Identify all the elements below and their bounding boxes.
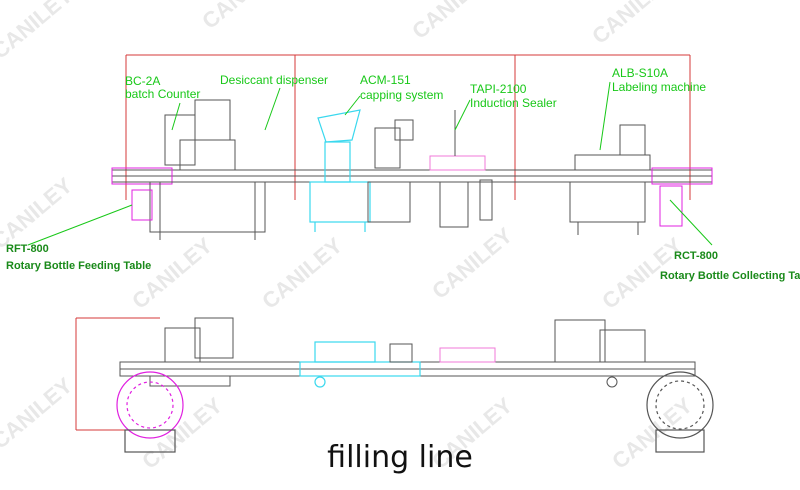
plan-view [75, 317, 714, 453]
plan-capper-head [389, 343, 413, 363]
rotary-feeding-table [116, 371, 184, 453]
induction-sealer [429, 110, 493, 228]
plan-conveyor [119, 361, 696, 377]
watermark: CANILEY [0, 0, 77, 64]
watermark: CANILEY [427, 222, 517, 303]
leader-lines [27, 81, 713, 246]
plan-labeler [554, 319, 646, 388]
rotary-collecting-table [646, 371, 714, 453]
watermark-layer: CANILEY CANILEY CANILEY CANILEY CANILEY … [0, 0, 697, 474]
plan-sealer [439, 347, 496, 363]
plan-counter [149, 317, 234, 387]
watermark: CANILEY [407, 0, 497, 44]
plan-capper [299, 341, 421, 388]
capper-head [367, 119, 414, 223]
labeling-machine [569, 124, 683, 235]
label-sealer-code: TAPI-2100 [470, 82, 527, 96]
label-collecting-code: RCT-800 [674, 250, 718, 262]
watermark: CANILEY [257, 232, 347, 313]
label-collecting-name: Rotary Bottle Collecting Table [660, 270, 800, 282]
side-elevation [111, 54, 713, 240]
label-desiccant: Desiccant dispenser [220, 73, 328, 87]
label-feeding-code: RFT-800 [6, 243, 49, 255]
watermark: CANILEY [587, 0, 677, 49]
table-labels: RFT-800 Rotary Bottle Feeding Table RCT-… [6, 243, 800, 282]
watermark: CANILEY [197, 0, 287, 34]
label-capper-code: ACM-151 [360, 73, 411, 87]
label-sealer-name: Induction Sealer [470, 96, 557, 110]
component-labels: BC-2A batch Counter Desiccant dispenser … [125, 66, 706, 110]
plan-dimension-frame [75, 317, 160, 431]
label-labeler-name: Labeling machine [612, 80, 706, 94]
label-labeler-code: ALB-S10A [612, 66, 668, 80]
diagram-caption: filling line [327, 440, 473, 475]
capping-machine [309, 109, 371, 232]
label-capper-name: capping system [360, 88, 443, 102]
label-counter-name: batch Counter [125, 87, 200, 101]
label-feeding-name: Rotary Bottle Feeding Table [6, 260, 151, 272]
conveyor [111, 167, 713, 185]
label-counter-code: BC-2A [125, 74, 160, 88]
watermark: CANILEY [0, 172, 77, 253]
watermark: CANILEY [127, 232, 217, 313]
